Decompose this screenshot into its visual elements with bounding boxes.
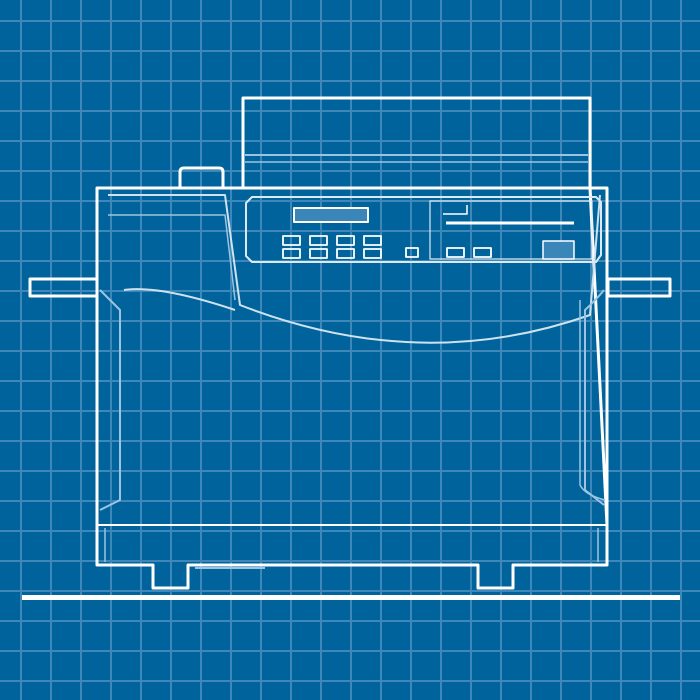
keypad-button[interactable] (282, 248, 301, 259)
keypad-button[interactable] (363, 248, 382, 259)
left-handle (28, 277, 99, 298)
control-panel (245, 196, 602, 263)
keypad-button[interactable] (282, 235, 301, 246)
machine-outline (28, 96, 672, 590)
keypad-button[interactable] (336, 235, 355, 246)
keypad-button[interactable] (309, 248, 328, 259)
right-handle (606, 277, 672, 298)
keypad-button[interactable] (336, 248, 355, 259)
ground-line (22, 595, 680, 600)
base (95, 525, 609, 590)
keypad (282, 235, 382, 259)
panel-button[interactable] (405, 247, 419, 258)
panel-button[interactable] (446, 247, 465, 258)
panel-slot (542, 240, 575, 260)
panel-button[interactable] (473, 247, 492, 258)
lid (241, 96, 592, 190)
top-knob (178, 166, 225, 188)
display-screen (293, 207, 369, 223)
keypad-button[interactable] (309, 235, 328, 246)
keypad-button[interactable] (363, 235, 382, 246)
